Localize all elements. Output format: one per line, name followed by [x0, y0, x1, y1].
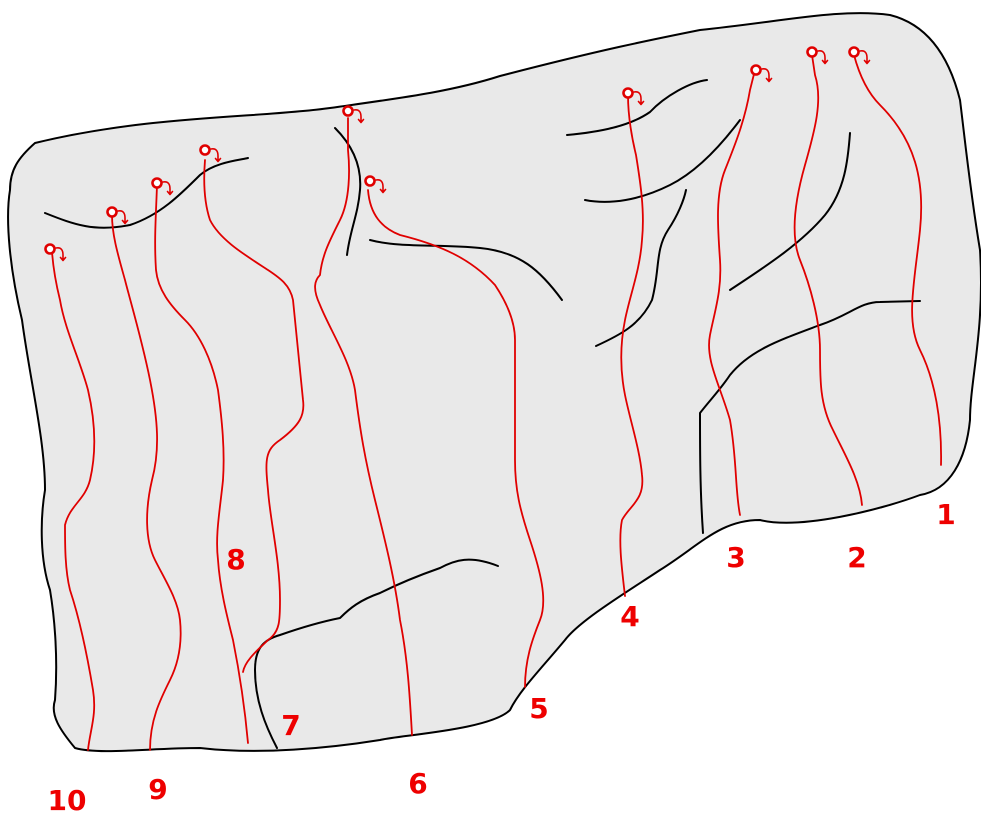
- boulder-outline: [8, 13, 981, 751]
- route-number-2[interactable]: 2: [847, 541, 866, 574]
- route-number-5[interactable]: 5: [529, 692, 548, 725]
- route-number-10[interactable]: 10: [48, 784, 87, 813]
- route-number-6[interactable]: 6: [408, 767, 427, 800]
- route-number-7[interactable]: 7: [281, 709, 300, 742]
- route-number-9[interactable]: 9: [148, 773, 167, 806]
- route-number-1[interactable]: 1: [936, 498, 955, 531]
- route-number-3[interactable]: 3: [726, 541, 745, 574]
- route-number-8[interactable]: 8: [226, 543, 245, 576]
- route-number-4[interactable]: 4: [620, 600, 639, 633]
